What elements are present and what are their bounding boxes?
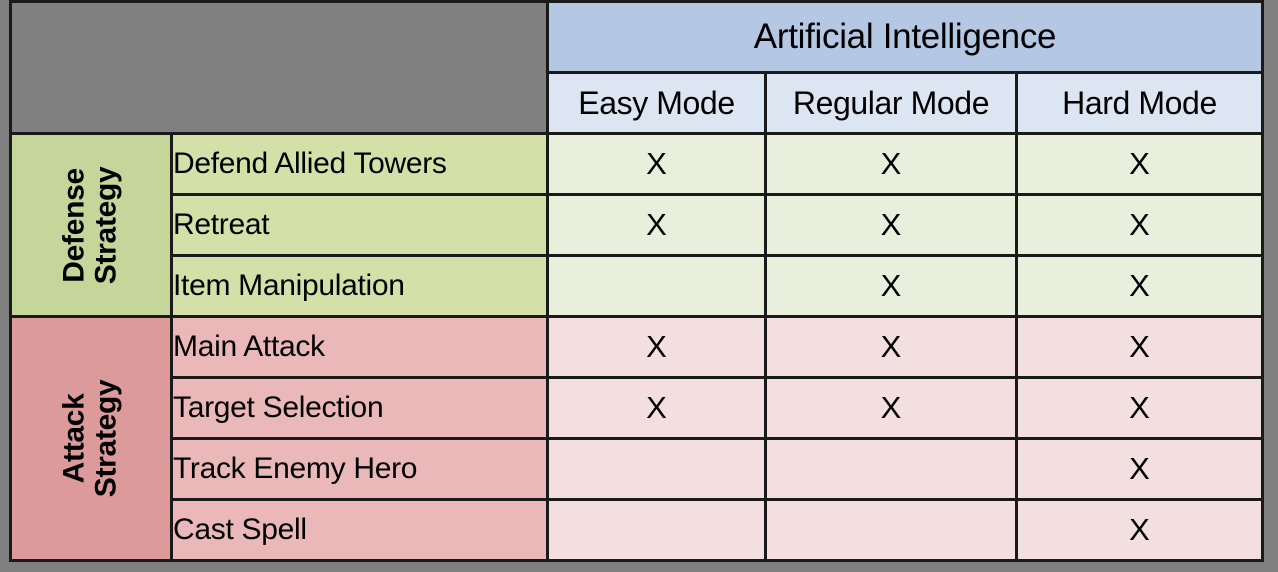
cell-track-enemy-hero-easy [546, 437, 767, 501]
table-row: Retreat X X X [11, 193, 1265, 257]
cell-target-selection-hard: X [1014, 376, 1265, 440]
column-header-hard-mode: Hard Mode [1014, 71, 1265, 135]
row-label-track-enemy-hero: Track Enemy Hero [170, 437, 549, 501]
table-row: Track Enemy Hero X [11, 437, 1265, 501]
header-row-group: Artificial Intelligence [9, 0, 1265, 135]
cell-track-enemy-hero-hard: X [1014, 437, 1265, 501]
cell-defend-allied-towers-hard: X [1014, 132, 1265, 196]
group-label-defense-line1: Defense [57, 167, 91, 283]
cell-retreat-easy: X [546, 193, 767, 257]
group-label-attack-line2: Strategy [90, 379, 123, 498]
group-label-defense-strategy: Defense Strategy [9, 132, 173, 318]
matrix-corner-blank [9, 0, 549, 135]
column-header-easy-mode: Easy Mode [546, 71, 767, 135]
column-group-header: Artificial Intelligence [545, 0, 1265, 74]
table-row: Target Selection X X X [11, 376, 1265, 440]
cell-defend-allied-towers-regular: X [764, 132, 1018, 196]
row-label-retreat: Retreat [170, 193, 549, 257]
table-row: Cast Spell X [11, 498, 1265, 562]
table-row: Defense Strategy Defend Allied Towers X … [9, 132, 1265, 318]
cell-target-selection-regular: X [764, 376, 1018, 440]
group-label-defense-line2: Strategy [90, 166, 123, 284]
table-row: Attack Strategy Main Attack X X X [9, 315, 1265, 562]
cell-retreat-regular: X [764, 193, 1018, 257]
row-label-cast-spell: Cast Spell [170, 498, 549, 562]
cell-main-attack-regular: X [764, 315, 1018, 379]
row-label-defend-allied-towers: Defend Allied Towers [170, 132, 549, 196]
cell-track-enemy-hero-regular [764, 437, 1018, 501]
cell-item-manipulation-hard: X [1014, 254, 1265, 318]
row-label-target-selection: Target Selection [170, 376, 549, 440]
cell-cast-spell-easy [546, 498, 767, 562]
cell-target-selection-easy: X [546, 376, 767, 440]
ai-strategy-matrix: Artificial Intelligence Easy Mode Regula… [9, 0, 1265, 562]
cell-item-manipulation-regular: X [764, 254, 1018, 318]
header-row-modes: Easy Mode Regular Mode Hard Mode [11, 71, 1265, 135]
cell-cast-spell-hard: X [1014, 498, 1265, 562]
cell-defend-allied-towers-easy: X [546, 132, 767, 196]
cell-main-attack-hard: X [1014, 315, 1265, 379]
cell-retreat-hard: X [1014, 193, 1265, 257]
cell-cast-spell-regular [764, 498, 1018, 562]
group-label-attack-strategy: Attack Strategy [9, 315, 173, 562]
table-row: Item Manipulation X X [11, 254, 1265, 318]
row-label-item-manipulation: Item Manipulation [170, 254, 549, 318]
row-label-main-attack: Main Attack [170, 315, 549, 379]
cell-main-attack-easy: X [546, 315, 767, 379]
cell-item-manipulation-easy [546, 254, 767, 318]
group-label-attack-line1: Attack [57, 393, 91, 484]
column-header-regular-mode: Regular Mode [764, 71, 1018, 135]
